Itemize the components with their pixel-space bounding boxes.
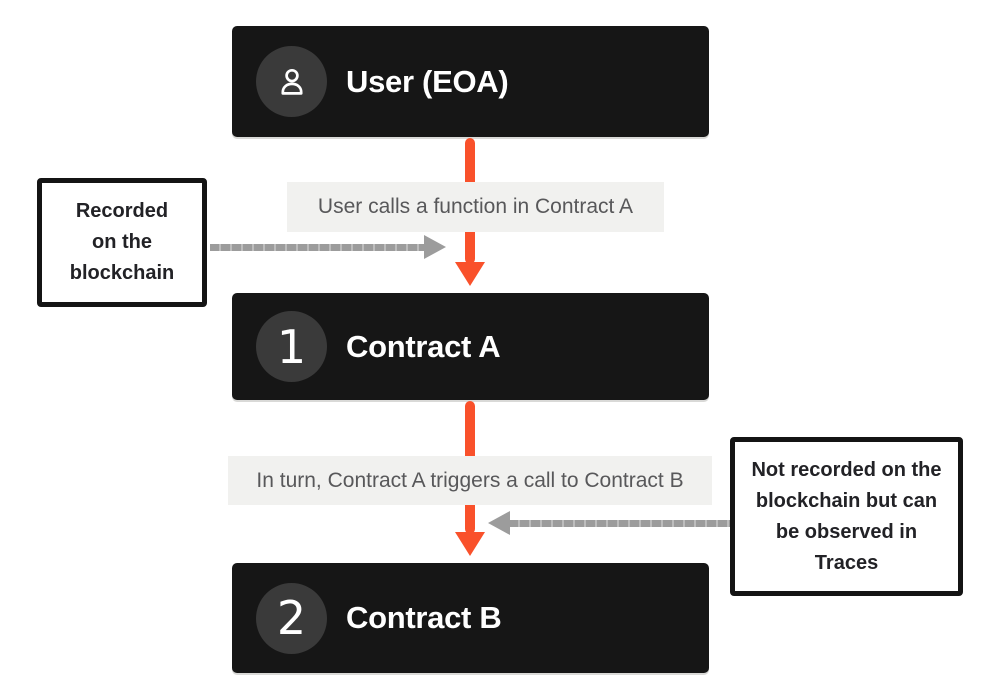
down-arrowhead-icon [455,262,485,286]
avatar [256,46,327,117]
right-arrowhead-icon [424,235,446,259]
node-contract-a: 1 Contract A [232,293,709,400]
left-arrowhead-icon [488,511,510,535]
node-contract-b: 2 Contract B [232,563,709,673]
right-arrow-icon [210,244,424,251]
step-1-badge: 1 [256,311,327,382]
note-recorded-on-blockchain: Recorded on the blockchain [37,178,207,307]
person-icon [280,68,303,95]
left-arrow-icon [509,520,730,527]
down-arrowhead-icon [455,532,485,556]
step-2-badge: 2 [256,582,327,654]
flow-label-user-call: User calls a function in Contract A [287,182,664,232]
node-user-label: User (EOA) [346,63,509,99]
node-contract-a-label: Contract A [346,328,501,364]
note-not-recorded-traces: Not recorded on the blockchain but can b… [730,437,963,596]
node-contract-b-label: Contract B [346,600,502,635]
flow-label-contract-a-call: In turn, Contract A triggers a call to C… [228,456,712,505]
node-user-eoa: User (EOA) [232,26,709,137]
